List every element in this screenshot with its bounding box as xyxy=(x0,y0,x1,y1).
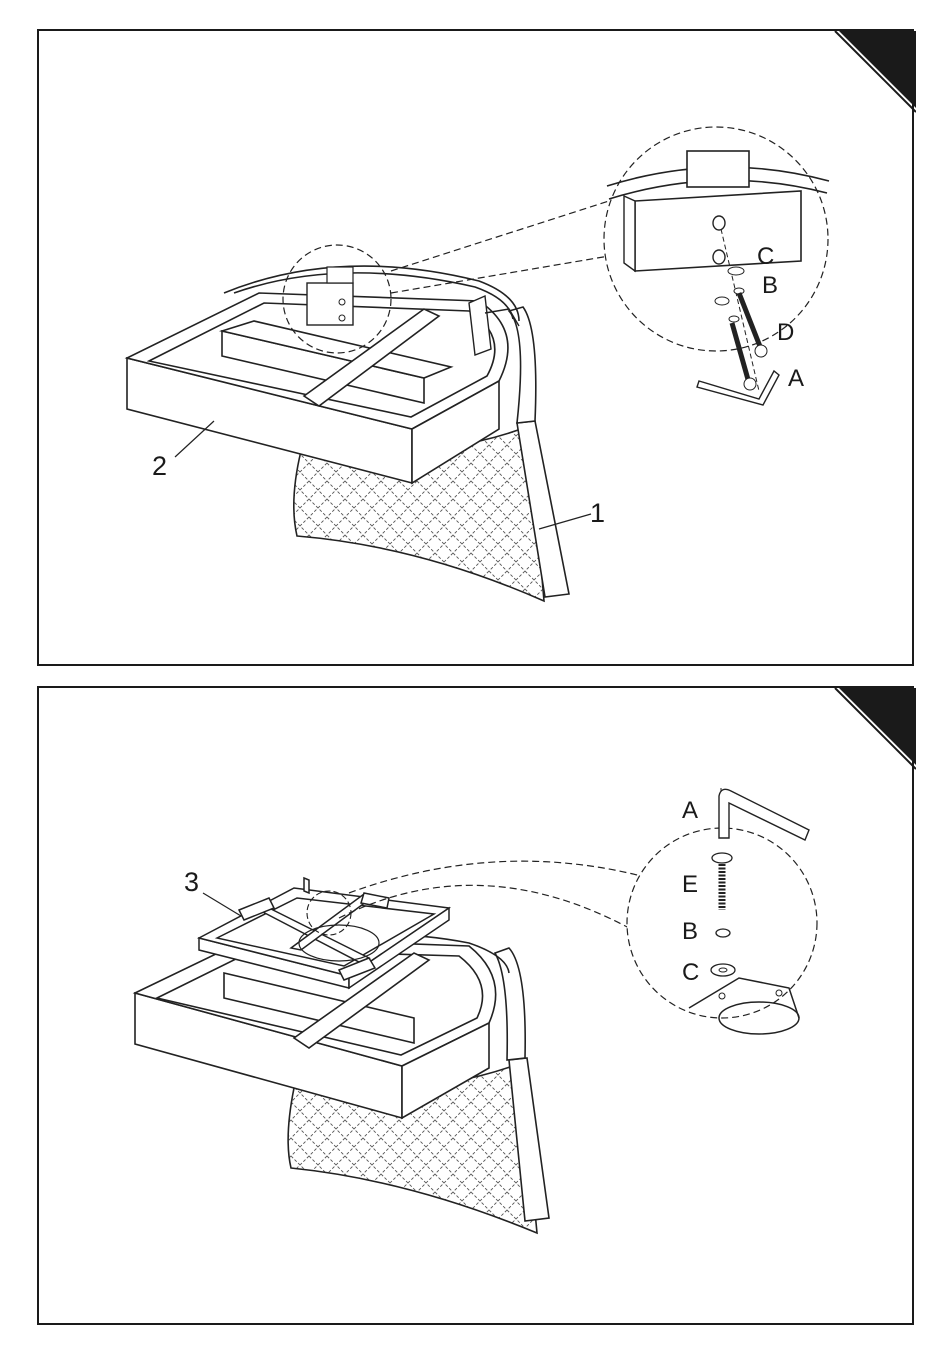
hardware-label-a: A xyxy=(682,799,698,823)
hex-key xyxy=(697,371,779,405)
callout-2: 2 xyxy=(152,453,167,480)
step-2-illustration xyxy=(39,688,916,1327)
hardware-label-a: A xyxy=(788,367,804,391)
step-2-panel: 3 A E B C xyxy=(37,686,914,1325)
callout-3: 3 xyxy=(184,869,199,896)
hardware-label-b: B xyxy=(682,920,698,944)
corner-tab xyxy=(839,31,916,108)
step-1-illustration xyxy=(39,31,916,668)
hardware-label-b: B xyxy=(762,274,778,298)
hardware-label-e: E xyxy=(682,873,698,897)
hardware-label-c: C xyxy=(682,961,699,985)
corner-tab xyxy=(839,688,916,765)
callout-1: 1 xyxy=(590,500,605,527)
step-1-panel: 2 1 C B D A xyxy=(37,29,914,666)
hardware-label-d: D xyxy=(777,321,794,345)
hardware-label-c: C xyxy=(757,245,774,269)
